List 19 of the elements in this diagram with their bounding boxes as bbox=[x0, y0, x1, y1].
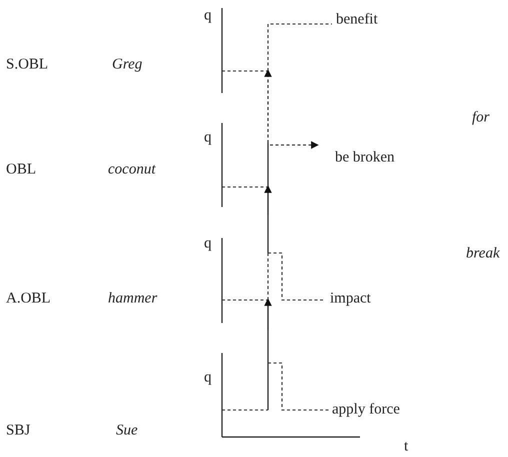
process-label: apply force bbox=[332, 402, 400, 418]
verb-label: break bbox=[466, 246, 500, 262]
role-label: SBJ bbox=[6, 424, 30, 438]
axis-label: q bbox=[204, 370, 212, 386]
axis-label: q bbox=[204, 236, 212, 252]
participant-name: Sue bbox=[116, 424, 138, 438]
participant-name: hammer bbox=[108, 292, 158, 306]
role-label: A.OBL bbox=[6, 292, 51, 306]
process-label: benefit bbox=[336, 12, 378, 28]
axis-label: t bbox=[404, 440, 408, 454]
process-label: impact bbox=[330, 292, 371, 306]
axis-label: q bbox=[204, 8, 212, 24]
axis-label: q bbox=[204, 130, 212, 146]
process-label: be broken bbox=[335, 150, 395, 166]
role-label: OBL bbox=[6, 162, 36, 178]
role-label: S.OBL bbox=[6, 58, 48, 72]
participant-name: Greg bbox=[112, 58, 142, 72]
participant-name: coconut bbox=[108, 162, 156, 178]
verb-label: for bbox=[472, 110, 490, 126]
